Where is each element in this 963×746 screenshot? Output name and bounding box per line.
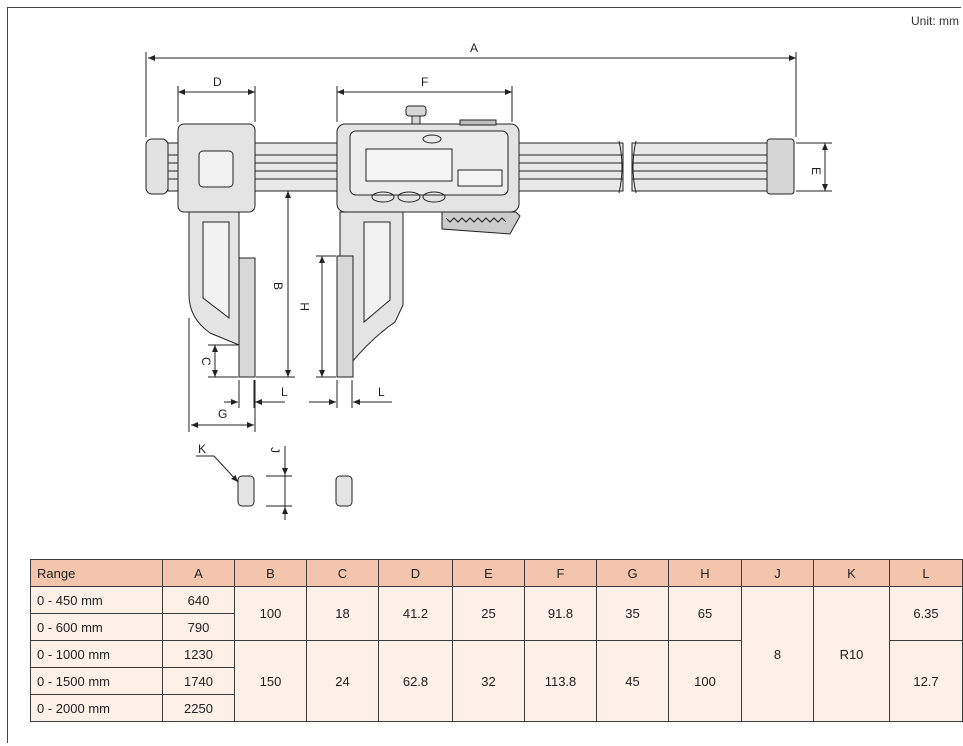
table-header-row: Range A B C D E F G H J K L [30, 559, 963, 587]
slider [336, 105, 521, 378]
e-cell: 25 [452, 586, 525, 641]
f-cell: 113.8 [524, 640, 597, 722]
h-cell: 65 [668, 586, 742, 641]
dim-label-f: F [421, 75, 428, 89]
dim-label-k: K [198, 442, 206, 456]
f-cell: 91.8 [524, 586, 597, 641]
b-cell: 100 [234, 586, 307, 641]
d-cell: 62.8 [378, 640, 453, 722]
j-cell: 8 [741, 586, 814, 722]
a-cell: 1740 [162, 667, 235, 695]
dim-label-e: E [809, 167, 823, 175]
dim-label-l2: L [378, 385, 385, 399]
table-row: 0 - 1500 mm 1740 [30, 667, 963, 695]
c-cell: 24 [306, 640, 379, 722]
dim-label-g: G [218, 407, 227, 421]
jaw-tip-right [335, 475, 353, 507]
dim-label-l1: L [281, 385, 288, 399]
a-cell: 2250 [162, 694, 235, 722]
g-cell: 45 [596, 640, 669, 722]
header-c: C [306, 559, 379, 587]
e-cell: 32 [452, 640, 525, 722]
header-b: B [234, 559, 307, 587]
header-a: A [162, 559, 235, 587]
header-h: H [668, 559, 742, 587]
header-range: Range [30, 559, 163, 587]
dim-label-c: C [199, 357, 213, 366]
k-cell: R10 [813, 586, 890, 722]
table-row: 0 - 1000 mm 1230 150 24 62.8 32 113.8 45… [30, 640, 963, 722]
c-cell: 18 [306, 586, 379, 641]
b-cell: 150 [234, 640, 307, 722]
l-cell: 6.35 [889, 586, 963, 641]
unit-label: Unit: mm [911, 14, 959, 28]
jaw-tip-left [237, 475, 255, 507]
dim-label-h: H [298, 302, 312, 311]
l-cell: 12.7 [889, 640, 963, 722]
dim-label-b: B [271, 282, 285, 290]
g-cell: 35 [596, 586, 669, 641]
header-e: E [452, 559, 525, 587]
header-l: L [889, 559, 963, 587]
dim-label-d: D [213, 75, 222, 89]
table-row: 0 - 450 mm 640 100 18 41.2 25 91.8 35 65… [30, 586, 963, 722]
end-cap [766, 138, 795, 195]
range-cell: 0 - 450 mm [30, 586, 163, 614]
range-cell: 0 - 2000 mm [30, 694, 163, 722]
a-cell: 1230 [162, 640, 235, 668]
range-cell: 0 - 1500 mm [30, 667, 163, 695]
table-row: 0 - 2000 mm 2250 [30, 694, 963, 722]
caliper-drawing: A D F E B H C G L L J K [145, 41, 832, 520]
d-cell: 41.2 [378, 586, 453, 641]
a-cell: 790 [162, 613, 235, 641]
header-g: G [596, 559, 669, 587]
a-cell: 640 [162, 586, 235, 614]
header-k: K [813, 559, 890, 587]
range-cell: 0 - 600 mm [30, 613, 163, 641]
page-frame [7, 7, 961, 743]
range-cell: 0 - 1000 mm [30, 640, 163, 668]
header-d: D [378, 559, 453, 587]
header-j: J [741, 559, 814, 587]
header-f: F [524, 559, 597, 587]
table-row: 0 - 600 mm 790 [30, 613, 963, 641]
dim-label-j: J [268, 447, 282, 453]
end-knob [145, 138, 169, 195]
fixed-head [177, 123, 256, 378]
spec-table: Range A B C D E F G H J K L 0 - 450 mm 6… [30, 559, 963, 722]
dim-label-a: A [470, 41, 478, 55]
h-cell: 100 [668, 640, 742, 722]
